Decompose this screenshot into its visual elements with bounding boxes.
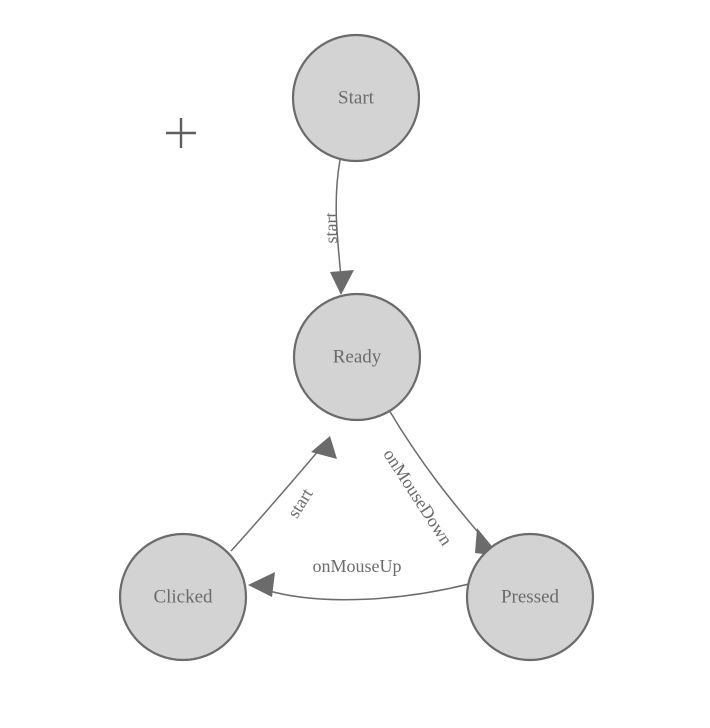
- edge-label-ready-to-pressed: onMouseDown: [379, 445, 456, 549]
- node-clicked-label: Clicked: [153, 587, 213, 608]
- node-pressed-circle[interactable]: [465, 532, 595, 662]
- edge-path-start-to-ready[interactable]: [335, 159, 342, 278]
- node-ready-circle[interactable]: [292, 292, 422, 422]
- edge-pressed-to-clicked[interactable]: [248, 572, 470, 601]
- node-start-circle[interactable]: [291, 33, 421, 163]
- edge-label-pressed-to-clicked: onMouseUp: [313, 556, 402, 576]
- node-ready-label: Ready: [333, 347, 382, 368]
- edge-label-start-to-ready: start: [321, 213, 341, 244]
- node-ready[interactable]: Ready: [292, 292, 422, 422]
- node-clicked-circle[interactable]: [118, 532, 248, 662]
- edge-path-ready-to-pressed[interactable]: [388, 409, 490, 546]
- node-pressed[interactable]: Pressed: [465, 532, 595, 662]
- node-pressed-label: Pressed: [501, 587, 560, 608]
- edge-path-pressed-to-clicked[interactable]: [265, 583, 470, 601]
- node-start-label: Start: [338, 88, 375, 109]
- node-start[interactable]: Start: [291, 33, 421, 163]
- arrowhead-into-ready-bottom: [311, 436, 337, 459]
- edge-clicked-to-ready[interactable]: [230, 436, 337, 552]
- edge-label-clicked-to-ready: start: [283, 485, 316, 522]
- edge-start-to-ready[interactable]: [330, 159, 354, 295]
- plus-marker[interactable]: [166, 118, 196, 148]
- node-clicked[interactable]: Clicked: [118, 532, 248, 662]
- arrowhead-into-ready-top: [330, 270, 354, 295]
- arrowhead-into-clicked: [248, 572, 275, 597]
